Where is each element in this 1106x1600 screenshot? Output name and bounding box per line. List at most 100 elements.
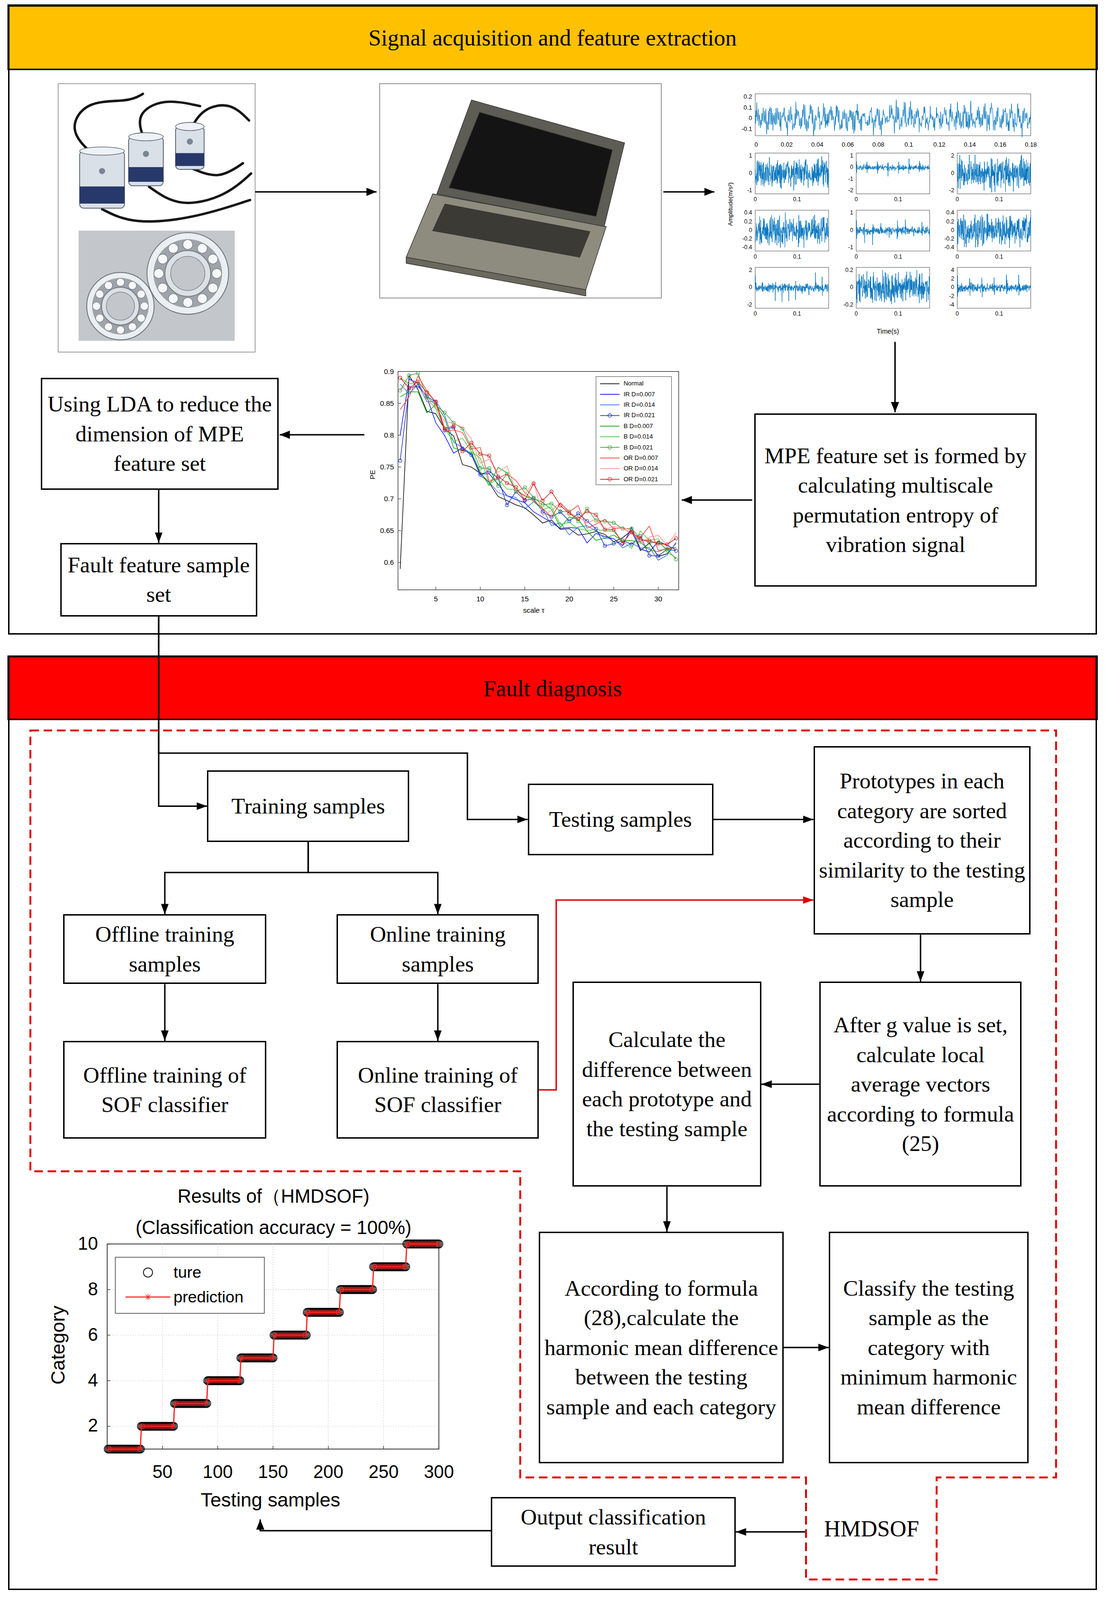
laptop-lid: [436, 100, 625, 227]
box-text: According to formula (28),calculate the …: [543, 1273, 779, 1423]
tick-label: 0.9: [384, 367, 394, 376]
tick-label: 0.1: [995, 196, 1004, 204]
tick-mark: [398, 371, 402, 372]
signal-waveform: [856, 158, 930, 177]
process-box: Training samples: [206, 770, 410, 843]
bearing: [86, 272, 155, 340]
plot-frame: [398, 371, 679, 591]
connector-arrow: [308, 842, 438, 915]
process-box: After g value is set, calculate local av…: [819, 981, 1022, 1187]
tick-label: -0.2: [944, 236, 955, 243]
legend-marker-sample: [608, 477, 612, 482]
process-box: Online training of SOF classifier: [336, 1040, 539, 1139]
tick-label: 0.1: [894, 311, 903, 318]
connector-arrow: [713, 818, 814, 821]
plot-frame: [107, 1244, 440, 1450]
process-box: Testing samples: [527, 783, 714, 856]
tick-label: 0: [850, 164, 854, 171]
laptop-screen: [449, 112, 613, 217]
chart-title: Results of（HMDSOF): [177, 1185, 370, 1207]
curve-marker: [523, 498, 527, 502]
curve-marker: [647, 539, 652, 543]
box-text: Classify the testing sample as the categ…: [834, 1273, 1024, 1423]
legend-line-sample: [599, 478, 620, 480]
tick-mark: [328, 1446, 329, 1450]
tick-label: 5: [433, 595, 438, 604]
tick-label: -2: [848, 187, 854, 194]
process-box: Calculate the difference between each pr…: [572, 981, 762, 1187]
prediction-marker: [105, 1241, 442, 1452]
curve-marker: [532, 481, 536, 486]
entropy-curve: [400, 375, 676, 551]
curve-marker: [496, 474, 500, 479]
curve-marker: [603, 544, 607, 548]
tick-label: 0.2: [845, 267, 854, 274]
header-band: [8, 656, 1097, 720]
bearing-ball: [128, 322, 137, 331]
legend-text: B D=0.021: [623, 443, 654, 451]
tick-label: -0.2: [742, 236, 753, 243]
tick-label: 0.85: [380, 399, 394, 408]
tick-label: 0.18: [1024, 141, 1037, 149]
grid-line: [383, 1244, 385, 1450]
accelerometer-top: [79, 147, 125, 156]
box-text: Offline training samples: [68, 919, 262, 979]
curve-marker: [451, 424, 456, 428]
bearing-bore: [170, 256, 205, 291]
plot-frame: [957, 153, 1032, 195]
laptop-illustration: [379, 83, 662, 299]
bearing-ball: [137, 290, 146, 299]
dashed-outline-path: [30, 730, 1057, 1580]
legend-line-sample: [599, 468, 620, 470]
tick-label: 0.4: [946, 210, 955, 217]
tick-label: 1: [850, 210, 854, 217]
curve-marker: [416, 371, 420, 375]
tick-label: -1: [848, 176, 854, 183]
bearing-ball: [168, 243, 179, 254]
axis-title: Testing samples: [200, 1489, 341, 1511]
tick-label: -2: [747, 301, 753, 309]
flow-arrow: [681, 499, 752, 501]
curve-marker: [594, 527, 598, 531]
entropy-curve: [400, 377, 676, 545]
curve-marker: [478, 466, 482, 470]
signal-waveform: [957, 154, 1032, 193]
prediction-line: [108, 1244, 439, 1450]
vibration-signal-plots: [755, 93, 1031, 309]
curve-marker: [647, 553, 652, 558]
sensor-cable: [149, 173, 252, 204]
accelerometer-base: [128, 167, 164, 182]
section-title: Fault diagnosis: [483, 673, 622, 704]
grid-line: [107, 1380, 440, 1381]
bearing-ball: [182, 297, 193, 308]
bearing-ball: [128, 281, 137, 290]
flow-arrow: [894, 341, 896, 413]
bearing-inner-ring: [101, 287, 140, 325]
signal-waveform: [755, 156, 829, 191]
signal-waveform: [856, 219, 930, 246]
legend-line-sample: [599, 415, 620, 417]
curve-marker: [612, 527, 616, 532]
bearing-ball: [182, 239, 193, 250]
tick-mark: [272, 1446, 273, 1450]
legend-text: Normal: [623, 380, 644, 387]
tick-label: 0.06: [841, 141, 854, 149]
curve-marker: [407, 374, 411, 378]
tick-mark: [438, 1446, 440, 1450]
bearing-outer-ring: [147, 232, 229, 315]
flow-arrow: [279, 433, 365, 436]
tick-label: 0: [749, 284, 753, 291]
connector-arrow: [158, 489, 160, 544]
curve-marker: [505, 481, 509, 485]
grid-line: [328, 1244, 329, 1450]
tick-label: -1: [747, 187, 753, 194]
tick-label: 8: [87, 1279, 98, 1300]
axis-title: Time(s): [876, 328, 900, 336]
curve-marker: [442, 426, 447, 431]
tick-label: 6: [87, 1325, 98, 1346]
tick-label: 0.1: [743, 104, 752, 112]
connector-arrow: [761, 1083, 820, 1086]
curve-marker: [416, 380, 420, 384]
bearing-ball: [157, 282, 168, 293]
tick-label: 0.16: [994, 141, 1007, 149]
